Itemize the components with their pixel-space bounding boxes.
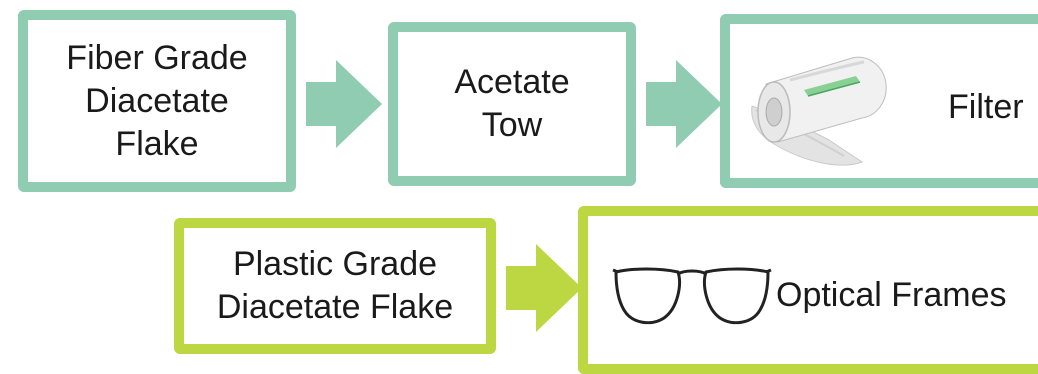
optical-frames-box: Optical Frames [578, 206, 1038, 374]
filter-label: Filter [948, 88, 1024, 126]
label-line: Plastic Grade [232, 245, 438, 283]
fiber-grade-flake-label: Fiber Grade Diacetate Flake [28, 20, 286, 182]
label-line: Flake [115, 124, 199, 163]
label-line: Diacetate [85, 81, 229, 120]
label-line: Fiber Grade [66, 38, 248, 77]
filter-roll-icon [751, 56, 887, 166]
optical-frames-label: Optical Frames [776, 276, 1007, 314]
fiber-grade-flake-box: Fiber Grade Diacetate Flake [18, 10, 296, 192]
acetate-tow-label: Acetate Tow [398, 32, 626, 176]
right-arrow-icon [306, 60, 382, 148]
right-arrow-icon [506, 244, 582, 332]
plastic-grade-flake-box: Plastic Grade Diacetate Flake [174, 218, 496, 354]
acetate-tow-box: Acetate Tow [388, 22, 636, 186]
label-line: Tow [481, 106, 543, 144]
label-line: Diacetate Flake [216, 288, 454, 326]
right-arrow-icon [646, 60, 722, 148]
label-line: Acetate [454, 63, 570, 101]
eyeglasses-icon [612, 267, 772, 325]
plastic-grade-flake-label: Plastic Grade Diacetate Flake [184, 228, 486, 344]
filter-box: Filter [720, 14, 1038, 188]
